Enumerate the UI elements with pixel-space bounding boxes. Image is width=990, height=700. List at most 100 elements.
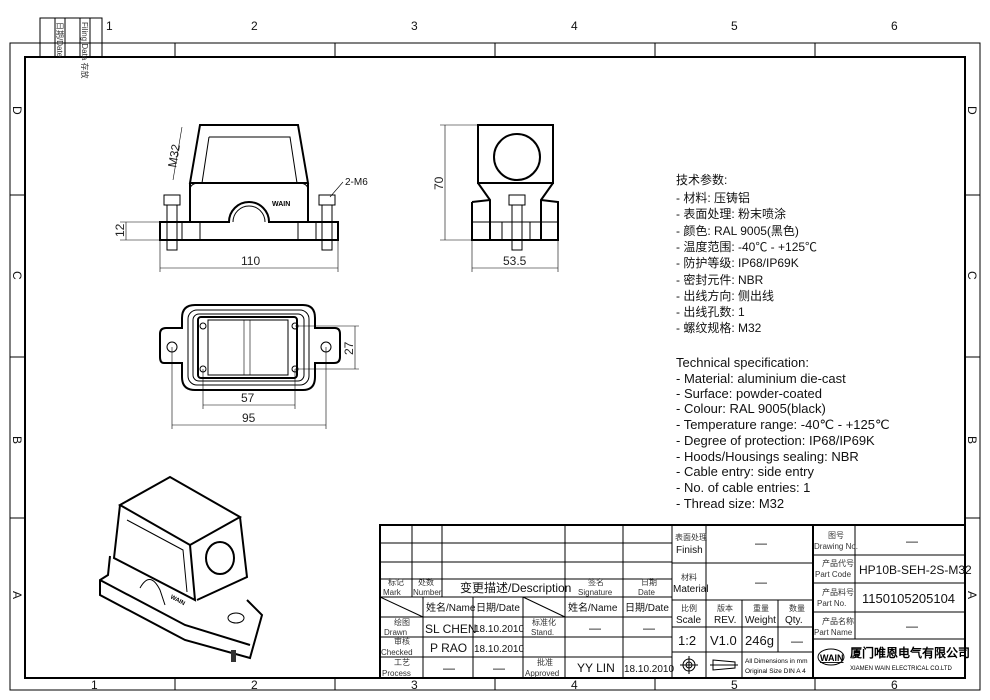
checked-label: Checked [381, 648, 413, 657]
zone-col-3: 3 [411, 19, 418, 33]
finish-label: Finish [676, 545, 703, 556]
dim-12: 12 [113, 223, 127, 237]
filing-data-label: Filing Data 存放 [80, 22, 90, 78]
number-label: Number [413, 588, 442, 597]
checked-cn: 审核 [394, 636, 410, 646]
zone-row-d: D [10, 106, 24, 115]
dim-95: 95 [242, 411, 256, 425]
date-header: 日期/Date [476, 602, 520, 614]
iso-bolt-head [227, 612, 245, 624]
spec-cn-item: - 密封元件: NBR [676, 272, 764, 287]
scale-value: 1:2 [678, 633, 696, 648]
material-label: Material [673, 584, 709, 595]
weight-cn: 重量 [753, 603, 769, 613]
spec-en-item: - Temperature range: -40℃ - +125℃ [676, 417, 890, 432]
material-cn: 材料 [681, 572, 697, 582]
zone-col-1: 1 [106, 19, 113, 33]
scale-label: Scale [676, 615, 701, 626]
part-code-cn: 产品代号 [822, 558, 854, 568]
zone-row-a-right: A [965, 591, 979, 599]
number-cn: 处数 [418, 577, 434, 587]
part-code-value: HP10B-SEH-2S-M32 [859, 563, 972, 577]
spec-cn-item: - 防护等级: IP68/IP69K [676, 255, 799, 270]
mark-label: Mark [383, 588, 402, 597]
spec-en-item: - Cable entry: side entry [676, 464, 815, 479]
zone-row-c: C [10, 271, 24, 280]
dims-note-1: All Dimensions in mm [745, 658, 808, 665]
cone-symbol-icon [710, 659, 738, 671]
signature-label: Signature [578, 588, 613, 597]
dim-m32: M32 [165, 143, 183, 169]
scale-cn: 比例 [681, 603, 697, 613]
drawn-name: SL CHEN [425, 622, 477, 636]
spec-cn-item: - 螺纹规格: M32 [676, 320, 762, 335]
spec-en-item: - Degree of protection: IP68/IP69K [676, 433, 875, 448]
name-header: 姓名/Name [426, 601, 476, 614]
approved-label: Approved [525, 669, 559, 678]
approved-cn: 批准 [537, 657, 553, 667]
wain-logo: WAIN [817, 648, 845, 666]
zone-row-a: A [10, 591, 24, 599]
dim-57: 57 [241, 391, 255, 405]
part-no-cn: 产品料号 [822, 587, 854, 597]
title-block: 标记 Mark 处数 Number 变更描述/Description 签名 Si… [379, 524, 972, 679]
stand-label: Stand. [531, 628, 554, 637]
iso-bolt-thread [231, 650, 236, 662]
zone-row-c-right: C [965, 271, 979, 280]
spec-en-item: - Thread size: M32 [676, 496, 784, 511]
spec-cn-item: - 出线孔数: 1 [676, 304, 745, 319]
part-no-label: Part No. [817, 599, 846, 608]
qty-value: — [791, 634, 803, 648]
cable-entry [493, 133, 541, 181]
cable-entry-iso [205, 541, 235, 575]
dims-note-2: Original Size DIN A 4 [745, 668, 806, 675]
drawn-date: 18.10.2010 [474, 624, 524, 635]
approved-date: 18.10.2010 [624, 664, 674, 675]
part-no-value: 1150105205104 [862, 591, 955, 606]
spec-cn-item: - 材料: 压铸铝 [676, 190, 750, 205]
bottom-view: 57 95 27 [159, 304, 359, 429]
spec-en-item: - Material: aluminium die-cast [676, 371, 846, 386]
process-label: Process [382, 669, 411, 678]
company-name-en: XIAMEN WAIN ELECTRICAL CO.LTD [850, 666, 952, 672]
spec-en-item: - Surface: powder-coated [676, 386, 822, 401]
part-name-cn: 产品名称 [822, 616, 854, 626]
zone-col-6: 6 [891, 19, 898, 33]
front-brand-label: WAIN [272, 201, 290, 208]
finish-cn: 表面处理 [675, 532, 707, 542]
signature-cn: 签名 [588, 577, 604, 587]
name-header-2: 姓名/Name [568, 601, 618, 614]
rev-cn: 版本 [717, 603, 733, 613]
zone-col-4-bottom: 4 [571, 678, 578, 692]
drawn-cn: 绘图 [394, 617, 410, 627]
zone-col-5: 5 [731, 19, 738, 33]
company-name-cn: 厦门唯恩电气有限公司 [850, 645, 970, 660]
rev-label: REV. [714, 615, 736, 626]
specs-english: Technical specification: - Material: alu… [676, 355, 890, 511]
part-code-label: Part Code [815, 570, 852, 579]
weight-value: 246g [745, 633, 774, 648]
zone-col-4: 4 [571, 19, 578, 33]
qty-label: Qty. [785, 615, 803, 626]
column-ticks [10, 43, 980, 690]
zone-col-1-bottom: 1 [91, 678, 98, 692]
part-name-value: — [906, 619, 918, 633]
spec-cn-item: - 出线方向: 侧出线 [676, 288, 774, 303]
drawing-no-label: Drawing No. [814, 542, 858, 551]
bolt-right [318, 194, 336, 251]
approved-name: YY LIN [577, 661, 615, 675]
stand-name: — [589, 621, 601, 635]
zone-row-b: B [10, 436, 24, 444]
mark-cn: 标记 [388, 577, 404, 587]
specs-en-title: Technical specification: [676, 355, 809, 370]
process-cn: 工艺 [394, 658, 410, 667]
date-cn: 日期 [641, 578, 657, 587]
filing-date-label: 日期/Date [55, 22, 64, 58]
drawn-label: Drawn [384, 628, 407, 637]
dim-70: 70 [432, 176, 446, 190]
bolts-label: 2-M6 [345, 177, 368, 188]
spec-en-item: - No. of cable entries: 1 [676, 480, 810, 495]
material-value: — [755, 575, 767, 589]
dim-110: 110 [241, 254, 260, 268]
